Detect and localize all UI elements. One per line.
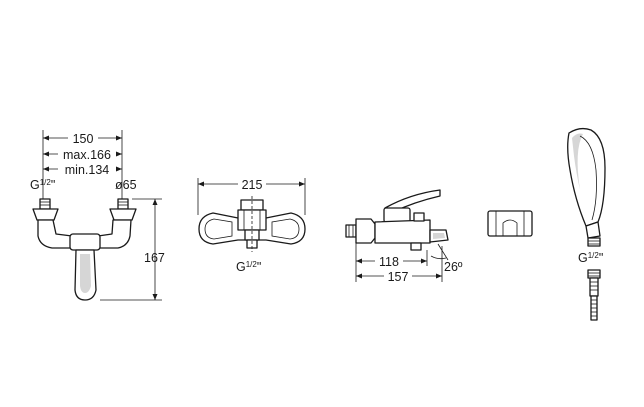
top-width-dimension: 215 [197,176,306,215]
wall-bracket [487,210,533,237]
height-label: 167 [144,251,165,265]
total-dimension: 157 [356,246,443,284]
min-label: min.134 [65,163,110,177]
max-label: max.166 [63,148,111,162]
spout-dimension: 118 [355,243,428,282]
thread-label-shower: G1/2" [578,251,603,265]
side-view: 118 157 26º [345,189,463,284]
min-dimension: min.134 [43,162,122,177]
top-width-label: 215 [242,178,263,192]
diameter-label: ø65 [115,178,137,192]
hand-shower: G1/2" [567,127,606,321]
width-dimension: 150 [42,130,123,200]
svg-text:G1/2": G1/2" [30,178,55,192]
width-label: 150 [73,132,94,146]
top-view: 215 G1/2" [197,176,306,274]
angle-dimension: 26º [430,243,463,274]
total-label: 157 [388,270,409,284]
shower-hose [587,269,601,321]
angle-label: 26º [444,260,463,274]
svg-text:G1/2": G1/2" [578,251,603,265]
svg-text:G1/2": G1/2" [236,260,261,274]
max-dimension: max.166 [43,147,122,162]
thread-label-top: G1/2" [236,260,261,274]
front-view: 150 max.166 min.134 G1/2" ø65 [30,130,165,301]
thread-label-front: G1/2" [30,178,55,192]
height-dimension: 167 [100,198,165,301]
spout-label: 118 [379,255,399,269]
